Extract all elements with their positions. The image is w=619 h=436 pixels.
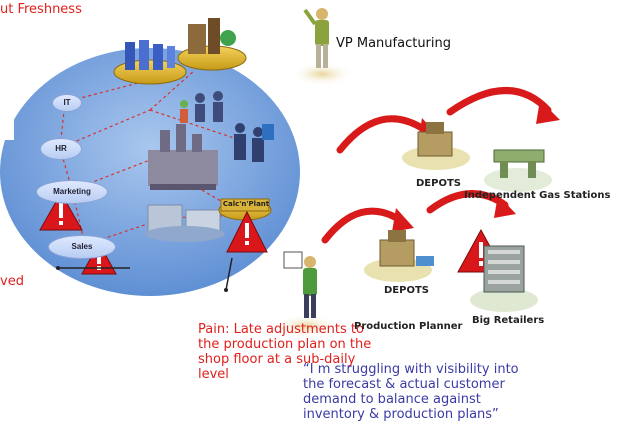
- node-it: IT: [52, 94, 82, 112]
- warning-icon-1: [39, 191, 83, 231]
- depots-top-label: DEPOTS: [416, 178, 461, 189]
- left-edge-bar: [0, 118, 14, 140]
- node-marketing: Marketing: [36, 180, 108, 204]
- server-disk-1: [113, 40, 187, 85]
- pain-text: Pain: Late adjustments to the production…: [198, 322, 372, 382]
- depot-top-icon: [417, 122, 453, 157]
- analyst-icon: [234, 123, 274, 162]
- vp-shadow: [290, 62, 354, 86]
- retailers-label: Big Retailers: [472, 315, 545, 326]
- retailer-building-icon: [483, 245, 525, 293]
- plant-disk: [218, 198, 272, 221]
- arrow-top-right: [446, 87, 552, 116]
- quote-text: “I m struggling with visibility into the…: [303, 362, 519, 422]
- node-sales: Sales: [48, 235, 116, 259]
- server-disk-2: [177, 18, 247, 71]
- arrow-bottom-left: [321, 207, 404, 244]
- plant-label: Calc'n'Plant: [222, 200, 270, 208]
- freshness-text: ut Freshness: [0, 2, 82, 17]
- arrow-top-left: [336, 115, 429, 154]
- gas-station-icon: [493, 149, 545, 178]
- planner-figure-icon: [283, 251, 317, 318]
- node-hr: HR: [40, 138, 82, 160]
- vp-figure-icon: [303, 8, 329, 68]
- warning-icon-3: [226, 210, 268, 253]
- depots-bottom-label: DEPOTS: [384, 285, 429, 296]
- depot-bottom-icon: [379, 230, 434, 267]
- factory-icon: [148, 124, 218, 190]
- left-cut-text: ved: [0, 274, 24, 289]
- gas-stations-label: Independent Gas Stations: [464, 190, 611, 201]
- planner-label: Production Planner: [354, 321, 463, 332]
- vp-label: VP Manufacturing: [336, 36, 452, 51]
- people-group-icon: [180, 91, 223, 123]
- datacenter-icon: [145, 204, 225, 242]
